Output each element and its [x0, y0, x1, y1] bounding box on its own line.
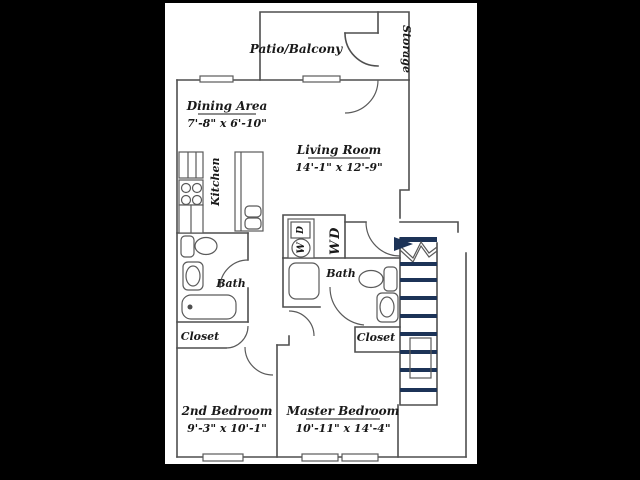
kitchen-fixtures	[178, 151, 264, 234]
stove-burner	[191, 182, 203, 194]
toilet-bowl	[358, 269, 384, 289]
window	[199, 75, 234, 83]
dining-dims: 7'-8" x 6'-10"	[187, 117, 267, 130]
master-label: Master Bedroom	[286, 404, 400, 418]
stair-tread	[400, 368, 437, 372]
stair-break-line	[399, 244, 438, 263]
washer-icon	[291, 238, 311, 258]
toilet-tank	[383, 266, 398, 292]
bath2-fixtures	[288, 262, 399, 323]
closet1-label: Closet	[181, 330, 220, 343]
bathtub	[181, 294, 237, 320]
stove-burner	[180, 182, 192, 194]
island-sink-basin	[244, 205, 262, 218]
washer-letter: W	[296, 241, 307, 254]
patio-label: Patio/Balcony	[249, 42, 343, 56]
island-sink-basin	[244, 217, 262, 230]
living-dims: 14'-1" x 12'-9"	[295, 161, 382, 174]
washer-dryer-unit: D W WD	[287, 218, 343, 259]
bath1-fixtures	[180, 235, 237, 320]
tub-drain	[187, 304, 193, 310]
bath2-door-arc	[329, 286, 365, 326]
stair-landing-outline	[409, 337, 432, 379]
stair-arrow-icon	[394, 237, 413, 251]
kitchen-label: Kitchen	[209, 157, 222, 207]
bedroom2-door-arc	[244, 346, 274, 376]
stairs	[394, 237, 438, 406]
stair-tread	[400, 388, 437, 392]
bedroom2-label: 2nd Bedroom	[181, 404, 273, 418]
master-door-arc	[288, 310, 315, 337]
storage-label: Storage	[400, 25, 413, 73]
closet1-door-arc	[225, 325, 249, 349]
stair-tread	[400, 332, 437, 336]
window	[301, 453, 339, 462]
toilet-bowl	[194, 236, 218, 256]
master-dims: 10'-11" x 14'-4"	[295, 422, 390, 435]
bath1-door-arc	[219, 259, 249, 289]
toilet-tank	[180, 235, 195, 258]
living-label: Living Room	[296, 143, 382, 157]
bath2-label: Bath	[325, 267, 356, 280]
room-labels: Patio/Balcony Storage Dining Area 7'-8" …	[181, 25, 413, 435]
closet2-label: Closet	[357, 331, 396, 344]
stair-tread	[400, 278, 437, 282]
fridge	[178, 151, 204, 179]
dryer-letter: D	[296, 226, 306, 235]
windows	[199, 75, 379, 462]
shower	[288, 262, 320, 300]
storage-door-arc	[344, 32, 379, 67]
dining-label: Dining Area	[186, 99, 268, 113]
stair-tread	[400, 262, 437, 266]
stair-tread	[400, 350, 437, 354]
stair-tread	[400, 314, 437, 318]
window	[302, 75, 341, 83]
entry-door-arc	[365, 221, 401, 257]
patio-door-arc	[344, 79, 379, 114]
dryer-icon	[290, 221, 311, 239]
wd-label: WD	[328, 226, 343, 255]
bedroom2-dims: 9'-3" x 10'-1"	[187, 422, 267, 435]
window	[202, 453, 244, 462]
bath1-label: Bath	[215, 277, 246, 290]
stair-tread	[400, 237, 437, 242]
stair-tread	[400, 296, 437, 300]
window	[341, 453, 379, 462]
stair-break-line	[399, 240, 438, 259]
